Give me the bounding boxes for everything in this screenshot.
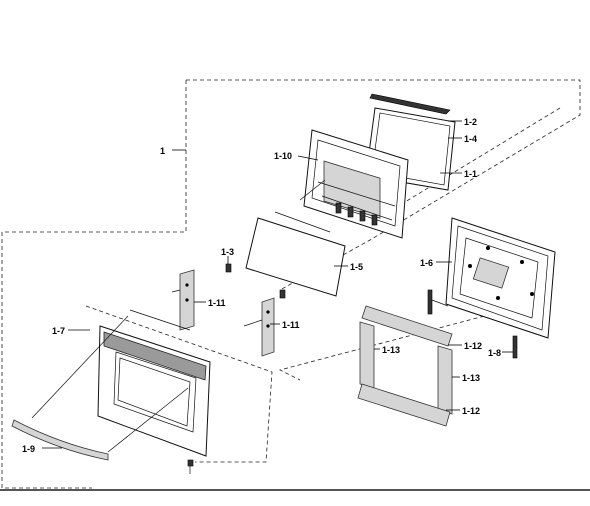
part-1-11-hinge-right xyxy=(243,289,286,357)
label-1-9: 1-9 xyxy=(22,444,35,454)
part-1-11-hinge-left xyxy=(171,269,195,331)
label-1-11-lower: 1-11 xyxy=(282,320,300,330)
label-1-3: 1-3 xyxy=(221,247,234,257)
part-1-8-bracket xyxy=(427,289,518,359)
label-1-12-upper: 1-12 xyxy=(464,341,482,351)
inner-door-outline xyxy=(278,107,561,381)
label-1-1: 1-1 xyxy=(464,169,477,179)
part-1-13-right-bar xyxy=(437,345,453,415)
part-1-2-trim-strip xyxy=(369,93,451,115)
part-1-5-glass-pane xyxy=(245,217,346,297)
label-1-10: 1-10 xyxy=(274,151,292,161)
leader-lines xyxy=(42,120,513,449)
label-1-4: 1-4 xyxy=(464,134,477,144)
label-1-7: 1-7 xyxy=(52,326,65,336)
part-1-3-screw xyxy=(225,256,232,273)
label-1-13-left: 1-13 xyxy=(382,345,400,355)
label-1-12-lower: 1-12 xyxy=(462,406,480,416)
part-1-13-left-bar xyxy=(359,321,375,389)
part-1-7-outer-door xyxy=(31,305,273,474)
label-1: 1 xyxy=(160,146,165,156)
label-1-5: 1-5 xyxy=(350,262,363,272)
label-1-2: 1-2 xyxy=(464,117,477,127)
part-1-10-inner-frame xyxy=(274,129,409,239)
label-1-8: 1-8 xyxy=(488,348,501,358)
part-1-12-top-bar xyxy=(361,305,453,347)
label-1-6: 1-6 xyxy=(420,258,433,268)
part-1-9-handle xyxy=(11,419,109,461)
label-1-11-upper: 1-11 xyxy=(208,298,226,308)
part-1-6-door-liner xyxy=(445,217,556,339)
label-1-13-right: 1-13 xyxy=(462,373,480,383)
part-1-12-bottom-bar xyxy=(357,383,451,427)
